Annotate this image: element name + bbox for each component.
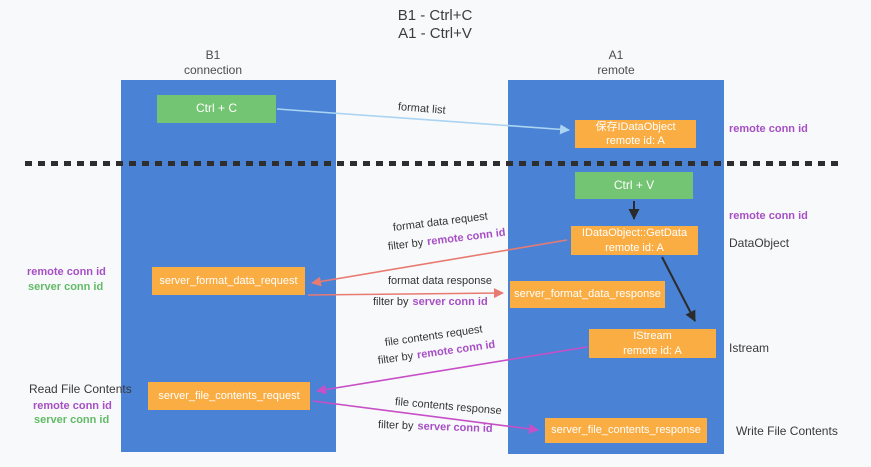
lane-header-right: A1 remote [536,48,696,78]
dataobject-label: DataObject [729,236,790,250]
title-line-2: A1 - Ctrl+V [398,25,472,43]
read-file-contents-label: Read File Contents [29,382,132,396]
arrow-format-data-response [307,288,504,299]
istream-box: IStream remote id: A [589,329,716,358]
lane-right-title: A1 [608,48,624,62]
title-line-1: B1 - Ctrl+C [397,7,473,24]
server-file-contents-response-box: server_file_contents_response [545,418,707,443]
server-file-contents-request-label: server_file_contents_request [158,389,300,402]
server-conn-id-text: server conn id [417,420,493,435]
left-server-conn-id-bottom: server conn id [34,414,110,426]
dashed-divider-line [25,161,838,166]
server-format-data-response-box: server_format_data_response [510,281,665,308]
getdata-line1: IDataObject::GetData [581,227,688,240]
left-server-conn-id-top: server conn id [28,281,104,293]
lane-left-subtitle: connection [183,63,243,77]
istream-line1: IStream [633,330,672,343]
right-remote-conn-id-mid: remote conn id [729,210,808,222]
write-file-contents-label: Write File Contents [736,424,838,438]
ctrl-c-label: Ctrl + C [195,101,237,116]
getdata-line2: remote id: A [605,241,664,254]
filter-by-text: filter by [387,236,424,253]
file-contents-response-label: file contents response [394,396,503,418]
lane-header-left: B1 connection [133,48,293,78]
left-remote-conn-id-bottom: remote conn id [33,400,112,412]
server-format-data-request-box: server_format_data_request [152,267,305,295]
save-idataobject-line1: 保存IDataObject [595,120,676,133]
format-list-label: format list [397,101,447,117]
remote-conn-id-text: remote conn id [426,226,507,249]
lane-left-title: B1 [205,48,221,62]
ctrl-v-label: Ctrl + V [613,177,655,192]
server-format-data-request-label: server_format_data_request [159,274,298,287]
filter-by-text: filter by [377,350,414,367]
filter-by-text: filter by [377,419,414,433]
istream-side-label: Istream [729,341,770,355]
right-remote-conn-id-top: remote conn id [729,123,808,135]
diagram-title: B1 - Ctrl+C A1 - Ctrl+V [335,7,535,44]
server-file-contents-request-box: server_file_contents_request [148,382,310,410]
server-format-data-response-label: server_format_data_response [514,288,661,301]
ctrl-v-box: Ctrl + V [575,172,693,199]
format-data-response-label: format data response [388,275,492,287]
left-remote-conn-id-top: remote conn id [27,266,106,278]
save-idataobject-box: 保存IDataObject remote id: A [575,120,696,148]
server-file-contents-response-label: server_file_contents_response [551,424,701,437]
server-conn-id-text: server conn id [412,296,488,308]
lane-right-subtitle: remote [597,63,635,77]
filter-by-text: filter by [373,296,409,308]
ctrl-c-box: Ctrl + C [157,95,276,123]
istream-line2: remote id: A [623,344,682,357]
save-idataobject-line2: remote id: A [606,135,665,147]
idataobject-getdata-box: IDataObject::GetData remote id: A [571,226,698,255]
